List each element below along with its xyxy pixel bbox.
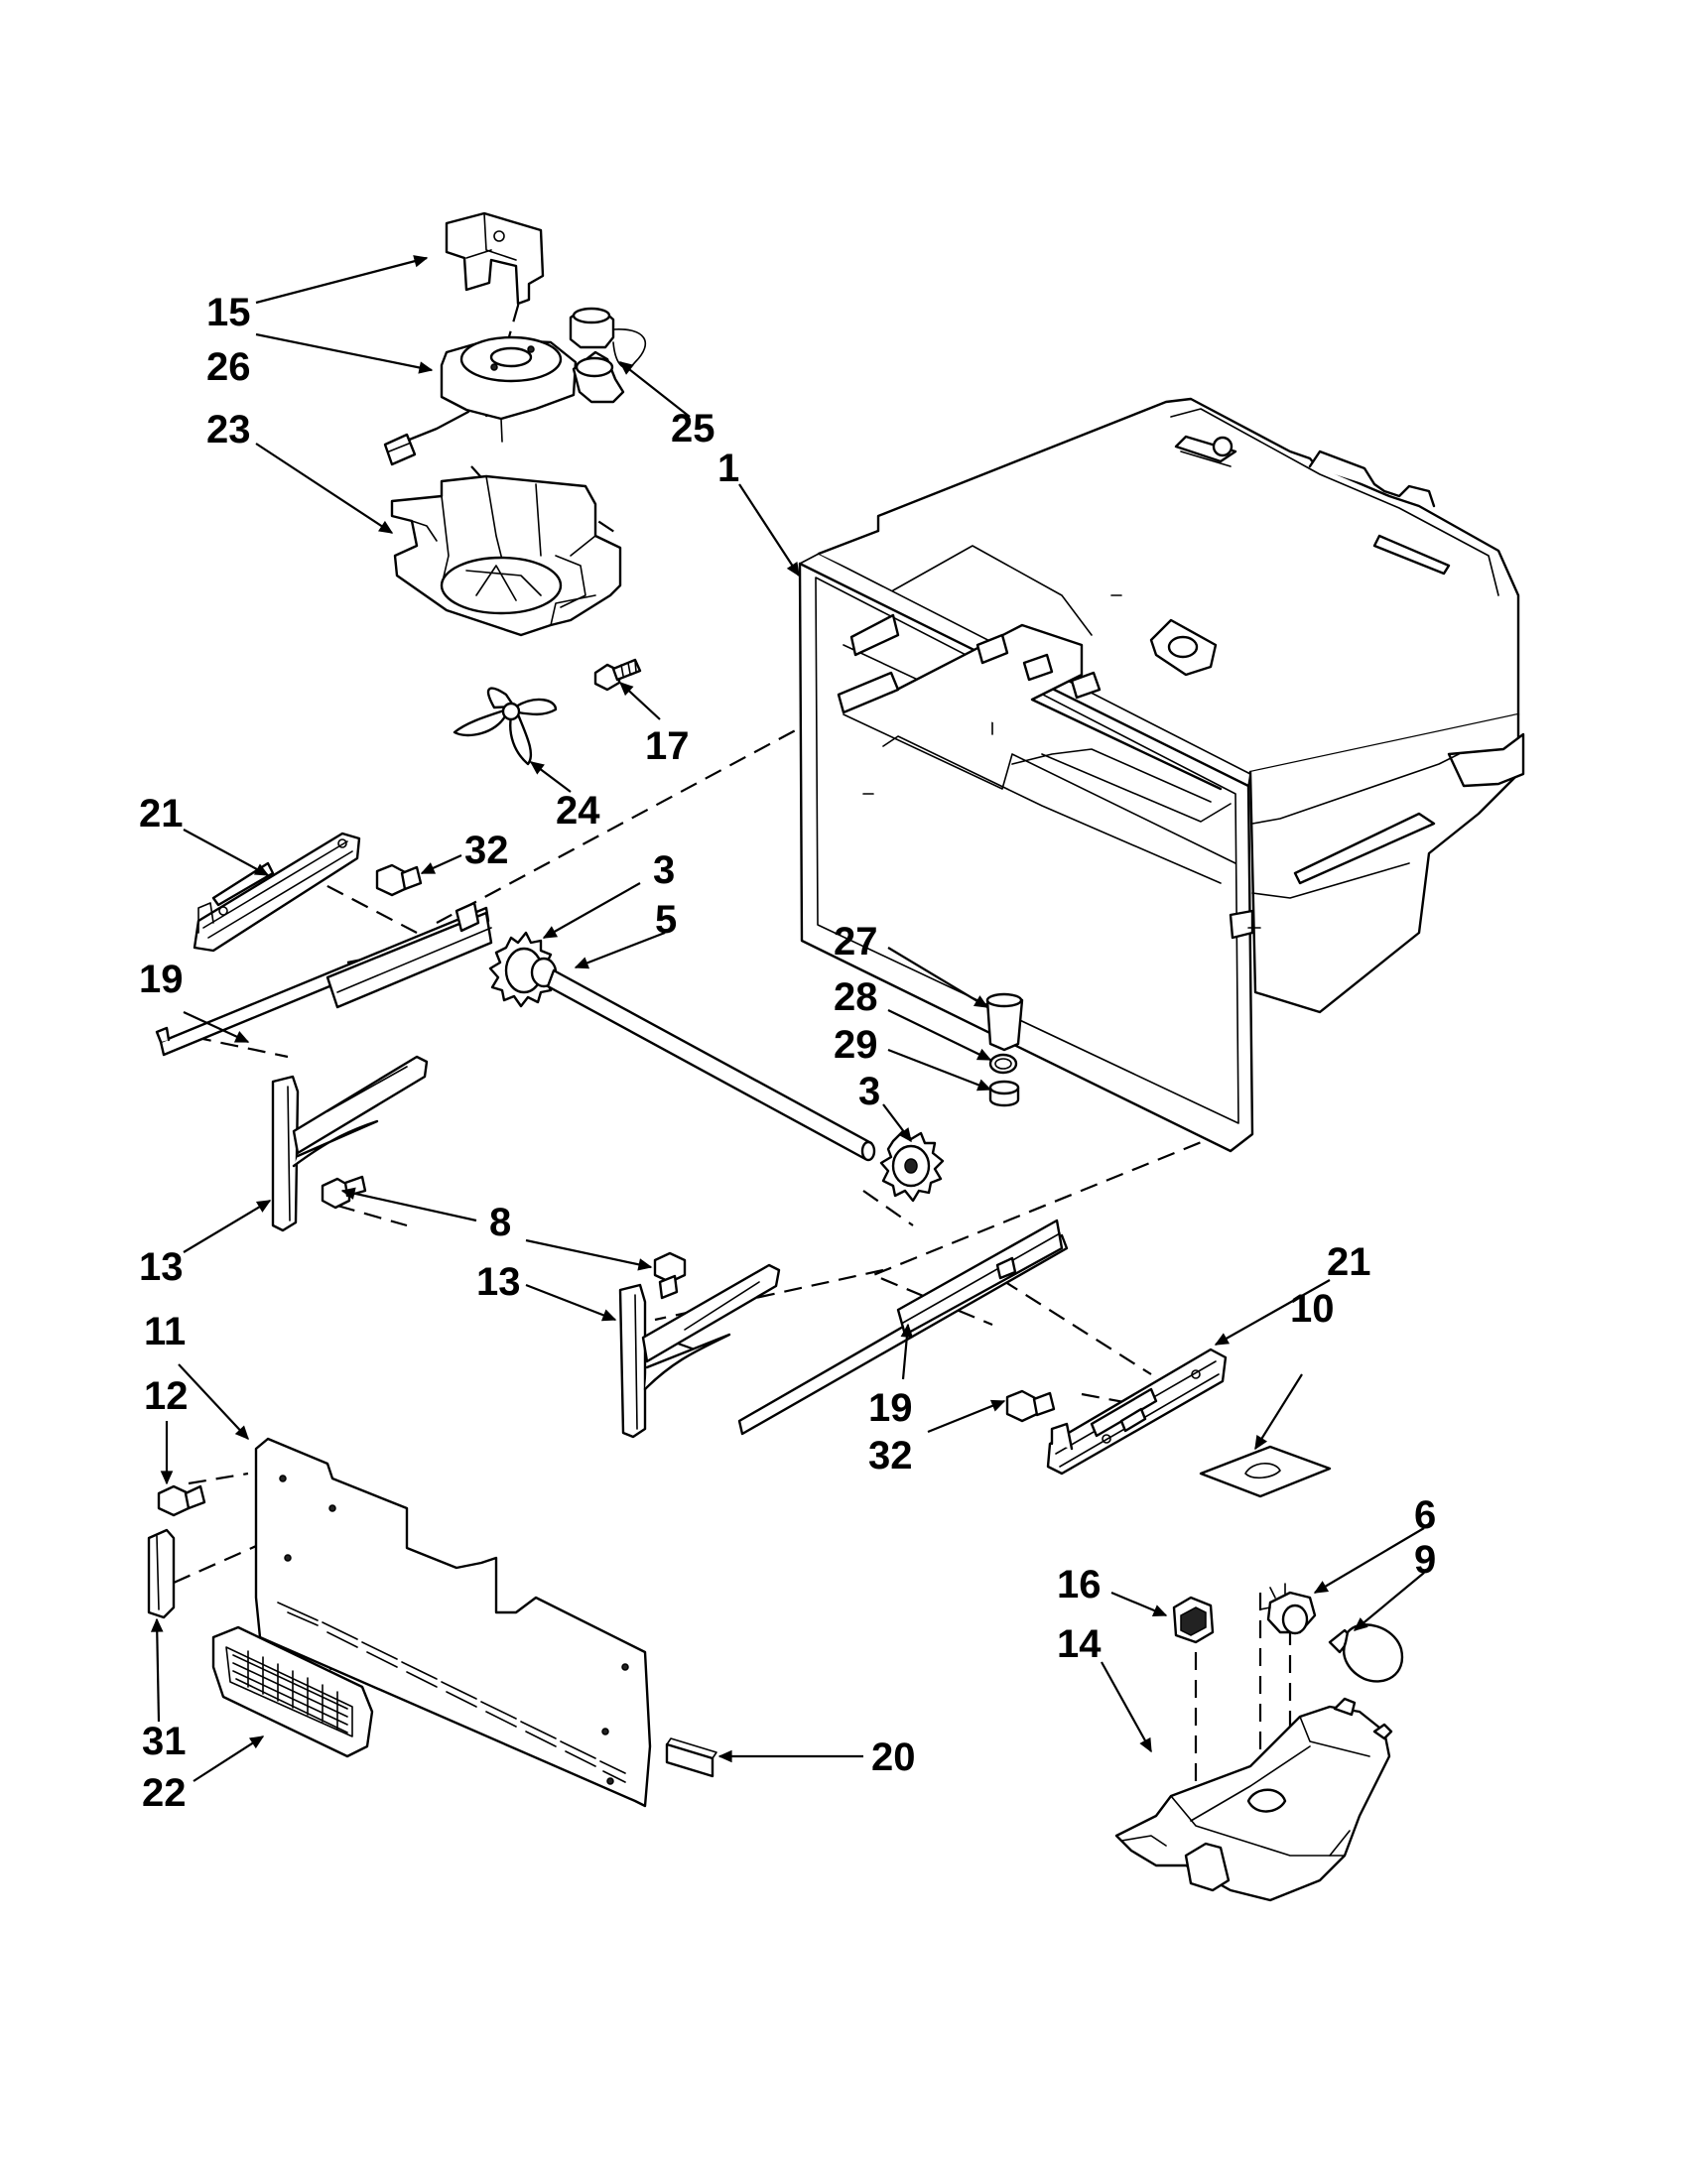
callout-21: 21 — [139, 792, 184, 835]
callout-9: 9 — [1414, 1538, 1436, 1582]
part-31-clip — [147, 1528, 176, 1619]
callout-23: 23 — [206, 408, 251, 451]
part-3-gear-lower — [879, 1129, 945, 1203]
callout-19: 19 — [868, 1386, 913, 1430]
part-21-slide-bracket-left — [193, 832, 361, 953]
part-32-screw-lower — [1005, 1389, 1056, 1423]
vent-slots — [277, 1602, 626, 1783]
callout-29: 29 — [834, 1023, 878, 1067]
callout-3: 3 — [858, 1070, 880, 1113]
part-15-bracket — [445, 211, 545, 306]
part-32-screw-upper — [375, 863, 423, 897]
part-23-fan-housing — [390, 474, 622, 637]
callout-27: 27 — [834, 920, 878, 964]
callout-8: 8 — [489, 1201, 511, 1244]
callout-15: 15 — [206, 291, 251, 334]
callout-26: 26 — [206, 345, 251, 389]
part-22-grille — [211, 1625, 374, 1758]
part-29-spacer — [988, 1080, 1020, 1107]
part-24-fan-blade — [453, 687, 558, 766]
callout-16: 16 — [1057, 1563, 1102, 1606]
part-17-screw — [593, 658, 642, 692]
part-6-socket — [1259, 1583, 1317, 1635]
part-19-slide-rail-left — [155, 901, 493, 1057]
callout-32: 32 — [868, 1434, 913, 1477]
part-13-bracket-center — [618, 1263, 781, 1439]
callout-20: 20 — [871, 1735, 916, 1779]
callout-22: 22 — [142, 1771, 187, 1815]
callout-31: 31 — [142, 1720, 187, 1763]
part-12-screw — [157, 1484, 206, 1517]
part-20-strip — [665, 1737, 717, 1778]
part-5-shaft — [546, 968, 876, 1162]
part-13-bracket-left — [271, 1055, 429, 1232]
part-21-slide-bracket-right — [1046, 1348, 1228, 1476]
callout-21: 21 — [1327, 1240, 1371, 1284]
part-25-control — [569, 307, 647, 404]
part-14-light-housing — [1114, 1697, 1393, 1902]
callout-6: 6 — [1414, 1493, 1436, 1537]
callout-13: 13 — [139, 1245, 184, 1289]
callout-25: 25 — [671, 407, 715, 450]
callout-19: 19 — [139, 958, 184, 1001]
part-10-label — [1199, 1445, 1332, 1498]
part-1-freezer-drawer — [798, 397, 1525, 1153]
callout-17: 17 — [645, 724, 690, 768]
callout-10: 10 — [1290, 1287, 1335, 1331]
callout-labels: 15 26 23 25 1 17 24 21 32 3 5 19 27 28 2… — [139, 291, 1436, 1815]
callout-14: 14 — [1057, 1622, 1102, 1666]
part-28-ring — [988, 1053, 1018, 1075]
callout-1: 1 — [717, 447, 739, 490]
leader-lines — [150, 255, 1425, 1782]
part-16-switch — [1172, 1596, 1215, 1644]
callout-3: 3 — [653, 848, 675, 892]
part-27-cap — [985, 992, 1024, 1052]
part-26-fan-motor — [383, 335, 578, 466]
part-3-gear-upper — [488, 931, 558, 1008]
callout-12: 12 — [144, 1374, 189, 1418]
callout-13: 13 — [476, 1260, 521, 1304]
callout-28: 28 — [834, 975, 878, 1019]
part-8-screw — [653, 1251, 687, 1300]
callout-5: 5 — [655, 898, 677, 942]
part-11-cover-panel — [254, 1437, 652, 1808]
callout-32: 32 — [464, 829, 509, 872]
callout-24: 24 — [556, 789, 600, 833]
callout-11: 11 — [144, 1310, 186, 1353]
part-9-bulb — [1328, 1623, 1404, 1683]
